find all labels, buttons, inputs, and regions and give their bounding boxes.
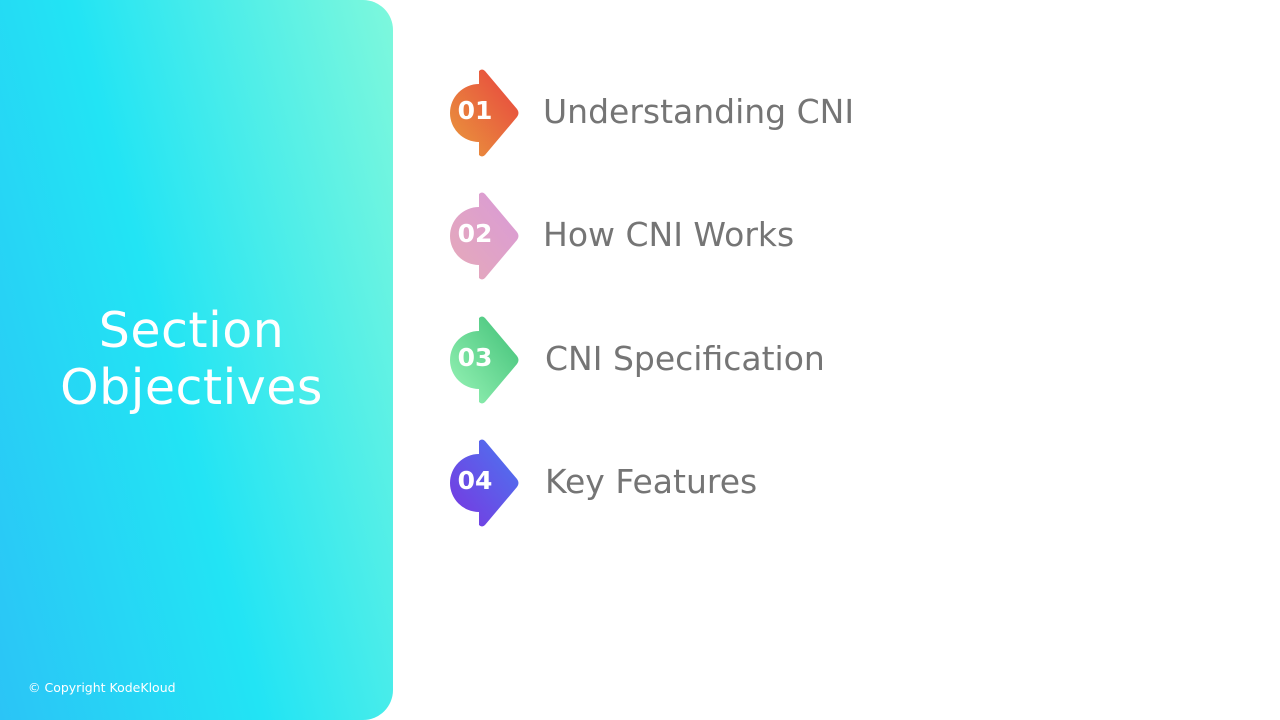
objective-label: How CNI Works xyxy=(543,215,795,254)
title-line-2: Objectives xyxy=(60,359,323,416)
objective-label: CNI Specification xyxy=(545,339,825,378)
objective-item: 04 Key Features xyxy=(446,438,1146,528)
objective-number: 03 xyxy=(457,343,493,372)
objective-item: 02 How CNI Works xyxy=(446,191,1146,281)
title-line-1: Section xyxy=(98,302,285,359)
objective-number: 02 xyxy=(457,219,493,248)
objective-number: 04 xyxy=(457,466,493,495)
objective-item: 01 Understanding CNI xyxy=(446,68,1146,158)
copyright-text: © Copyright KodeKloud xyxy=(28,680,176,695)
title-panel: Section Objectives © Copyright KodeKloud xyxy=(0,0,393,720)
objective-label: Key Features xyxy=(545,462,758,501)
objective-item: 03 CNI Specification xyxy=(446,315,1146,405)
number-badge-icon xyxy=(446,438,520,528)
section-title: Section Objectives xyxy=(0,302,383,416)
number-badge-icon xyxy=(446,191,520,281)
objective-label: Understanding CNI xyxy=(543,92,855,131)
objective-number: 01 xyxy=(457,96,493,125)
number-badge-icon xyxy=(446,68,520,158)
number-badge-icon xyxy=(446,315,520,405)
